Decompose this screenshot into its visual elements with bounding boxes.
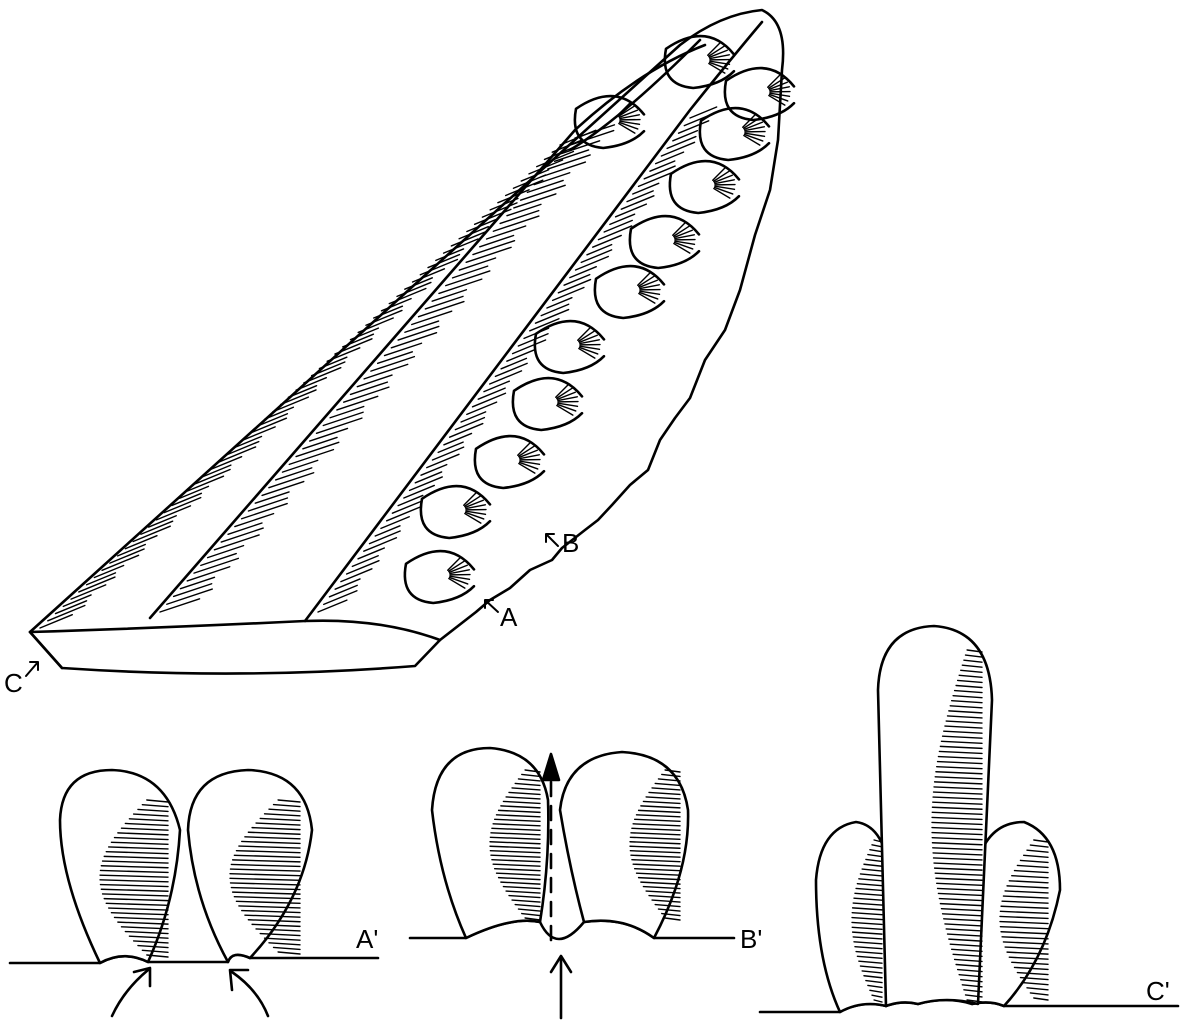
label-c-prime: C' [1146,976,1170,1006]
blade-outline [30,10,783,674]
label-b: B [562,528,579,558]
diagram-b-prime: B' [410,748,762,1018]
arrow-c-icon [26,662,38,676]
label-a: A [500,602,518,632]
diagram-a-prime: A' [10,770,378,1016]
arrow-up-dashed-head-icon [543,754,559,780]
arrow-a-prime-right-icon [232,972,268,1016]
diagram-c-prime: C' [760,626,1178,1012]
label-c: C [4,668,23,698]
arrow-a-icon [485,600,498,612]
blade-drawing [30,10,794,674]
label-c-group: C [4,662,38,698]
label-b-prime: B' [740,924,762,954]
label-a-prime: A' [356,924,378,954]
arrow-a-prime-left-icon [112,970,148,1016]
label-a-group: A [485,600,518,632]
scar-c-center [878,626,992,1006]
baseline-a-prime [10,955,378,963]
